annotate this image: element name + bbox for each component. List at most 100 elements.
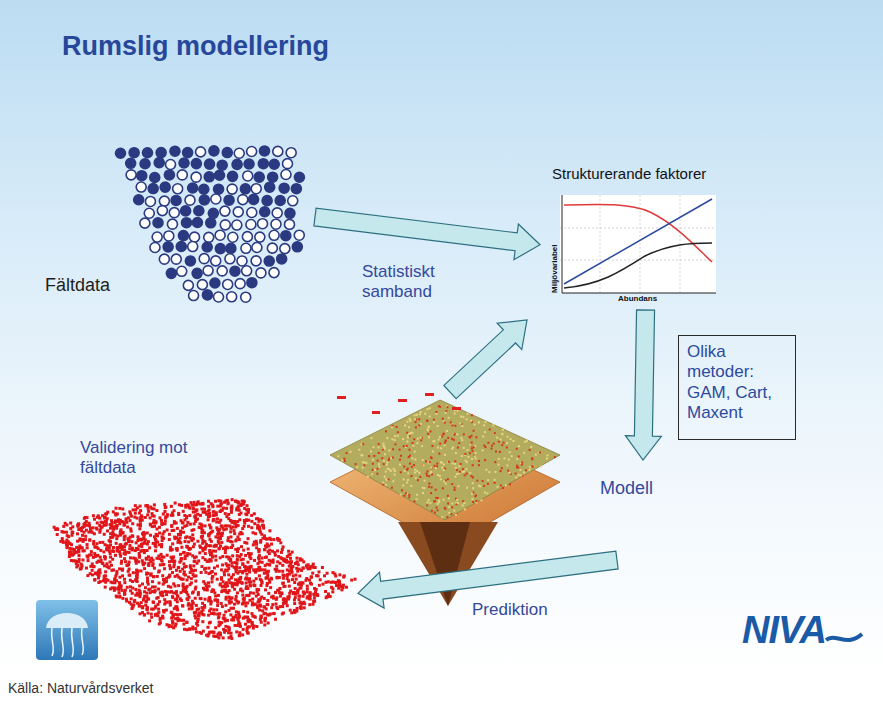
prediction-cell bbox=[290, 611, 293, 614]
prediction-cell bbox=[216, 565, 219, 568]
prediction-cell bbox=[257, 593, 260, 596]
map-cell bbox=[447, 495, 449, 497]
map-cell bbox=[388, 449, 390, 451]
map-cell bbox=[383, 443, 385, 445]
map-cell bbox=[506, 446, 508, 448]
prediction-cell bbox=[212, 518, 215, 521]
prediction-cell bbox=[242, 610, 245, 613]
map-cell bbox=[384, 453, 386, 455]
prediction-cell bbox=[229, 530, 232, 533]
prediction-cell bbox=[245, 573, 248, 576]
map-cell bbox=[377, 468, 379, 470]
field-point bbox=[136, 182, 146, 192]
prediction-cell bbox=[217, 499, 220, 502]
map-cell bbox=[454, 489, 456, 491]
prediction-cell bbox=[286, 574, 289, 577]
prediction-cell bbox=[236, 554, 239, 557]
field-point bbox=[256, 268, 266, 278]
field-point bbox=[171, 254, 181, 264]
prediction-cell bbox=[86, 543, 89, 546]
prediction-cell bbox=[158, 569, 161, 572]
prediction-cell bbox=[138, 584, 141, 587]
prediction-cell bbox=[182, 531, 185, 534]
prediction-cell bbox=[238, 634, 241, 637]
map-cell bbox=[472, 476, 474, 478]
map-cell bbox=[475, 500, 477, 502]
map-cell bbox=[489, 428, 491, 430]
field-point bbox=[150, 243, 160, 253]
map-cell bbox=[407, 436, 409, 438]
prediction-cell bbox=[202, 580, 205, 583]
prediction-cell bbox=[312, 603, 315, 606]
map-cell bbox=[406, 445, 408, 447]
map-cell bbox=[447, 437, 449, 439]
prediction-cell bbox=[205, 584, 208, 587]
prediction-cell bbox=[199, 597, 202, 600]
prediction-cell bbox=[197, 611, 200, 614]
field-point bbox=[144, 208, 154, 218]
map-cell bbox=[515, 476, 517, 478]
map-cell bbox=[377, 460, 379, 462]
field-data-points bbox=[116, 146, 305, 302]
prediction-cell bbox=[124, 535, 127, 538]
map-cell bbox=[516, 458, 518, 460]
map-cell bbox=[407, 436, 409, 438]
map-cell bbox=[400, 455, 402, 457]
field-point bbox=[249, 194, 259, 204]
map-cell bbox=[472, 430, 474, 432]
prediction-cell bbox=[208, 512, 211, 515]
map-cell bbox=[432, 440, 434, 442]
field-point bbox=[259, 146, 269, 156]
prediction-cell bbox=[170, 611, 173, 614]
map-cell bbox=[487, 442, 489, 444]
prediction-cell bbox=[176, 613, 179, 616]
prediction-cell bbox=[230, 577, 233, 580]
field-point bbox=[247, 147, 257, 157]
map-cell bbox=[472, 487, 474, 489]
prediction-cell bbox=[129, 579, 132, 582]
map-cell bbox=[447, 502, 449, 504]
prediction-cell bbox=[169, 556, 172, 559]
map-cell bbox=[474, 423, 476, 425]
prediction-cell bbox=[191, 607, 194, 610]
prediction-cell bbox=[166, 529, 169, 532]
prediction-cell bbox=[178, 561, 181, 564]
prediction-cell bbox=[149, 574, 152, 577]
prediction-cell bbox=[170, 505, 173, 508]
field-point bbox=[275, 195, 285, 205]
prediction-cell bbox=[214, 594, 217, 597]
map-cell bbox=[435, 489, 437, 491]
prediction-cell bbox=[225, 507, 228, 510]
map-cell bbox=[480, 499, 482, 501]
prediction-cell bbox=[230, 535, 233, 538]
prediction-cell bbox=[296, 591, 299, 594]
prediction-cell bbox=[218, 542, 221, 545]
map-cell bbox=[495, 451, 497, 453]
map-cell bbox=[403, 445, 405, 447]
map-cell bbox=[370, 437, 372, 439]
prediction-cell bbox=[187, 540, 190, 543]
prediction-cell bbox=[255, 577, 258, 580]
prediction-cell bbox=[142, 563, 145, 566]
prediction-cell bbox=[192, 507, 195, 510]
field-point bbox=[159, 254, 169, 264]
prediction-cell bbox=[209, 538, 212, 541]
prediction-cell bbox=[104, 586, 107, 589]
map-cell bbox=[516, 465, 518, 467]
prediction-cell bbox=[178, 540, 181, 543]
map-cell bbox=[547, 454, 549, 456]
map-cell bbox=[530, 446, 532, 448]
prediction-cell bbox=[172, 555, 175, 558]
field-point bbox=[171, 195, 181, 205]
prediction-cell bbox=[154, 542, 157, 545]
prediction-cell bbox=[265, 577, 268, 580]
prediction-cell bbox=[273, 612, 276, 615]
map-cell bbox=[479, 485, 481, 487]
field-point bbox=[281, 231, 291, 241]
field-point bbox=[142, 148, 152, 158]
map-cell bbox=[430, 456, 432, 458]
prediction-cell bbox=[244, 554, 247, 557]
map-cell bbox=[483, 424, 485, 426]
prediction-cell bbox=[146, 549, 149, 552]
map-cell bbox=[470, 420, 472, 422]
